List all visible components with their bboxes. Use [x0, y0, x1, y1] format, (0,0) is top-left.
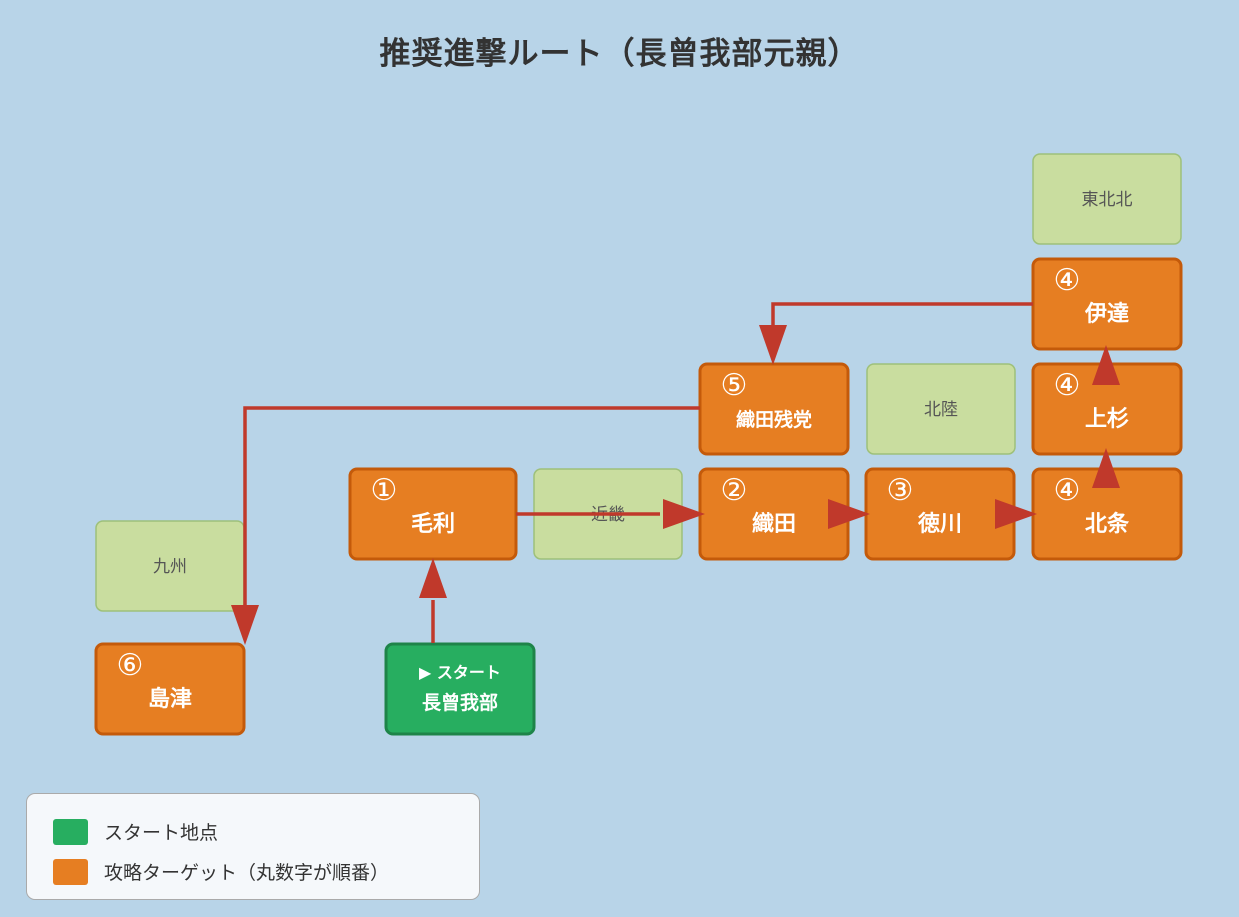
target-node-date[interactable]: ④伊達	[1031, 257, 1183, 351]
start-node-box	[384, 642, 536, 736]
target-node-shimazu[interactable]: ⑥島津	[94, 642, 246, 736]
order-number: ②	[721, 473, 748, 508]
region-tohoku-north: 東北北	[1032, 153, 1182, 245]
region-box	[866, 363, 1016, 455]
target-node-box	[94, 642, 246, 736]
arrowhead	[231, 605, 259, 645]
target-clan-name: 織田残党	[736, 408, 812, 431]
target-clan-name: 伊達	[1084, 301, 1129, 327]
target-node-tokugawa[interactable]: ③徳川	[864, 467, 1016, 561]
order-number: ④	[1054, 263, 1081, 298]
target-node-hojo[interactable]: ④北条	[1031, 467, 1183, 561]
target-node-mori[interactable]: ① 毛利	[348, 467, 518, 561]
region-label: 東北北	[1082, 190, 1133, 210]
target-clan-name: 島津	[148, 686, 192, 712]
route-arrow-8	[231, 406, 700, 645]
route-arrow-2	[516, 499, 705, 529]
route-arrow-5	[1092, 448, 1120, 488]
order-number: ③	[887, 473, 914, 508]
route-line	[243, 406, 700, 605]
start-clan-name: 長曾我部	[422, 691, 498, 714]
route-arrow-6	[1092, 345, 1120, 385]
arrowhead	[759, 325, 787, 365]
target-clan-name: 毛利	[411, 512, 455, 537]
target-clan-name: 織田	[752, 511, 796, 537]
legend-label-target: 攻略ターゲット（丸数字が順番）	[104, 862, 390, 884]
route-arrow-7	[759, 302, 1033, 365]
target-node-oda-remnant[interactable]: ⑤ 織田残党	[698, 362, 850, 456]
arrowhead	[663, 499, 705, 529]
route-arrow-4	[995, 499, 1037, 529]
region-hokuriku: 北陸	[866, 363, 1016, 455]
legend-swatch-start	[53, 818, 88, 845]
arrowhead	[1092, 448, 1120, 488]
legend-swatch-target	[53, 858, 88, 885]
route-line	[771, 302, 1033, 325]
route-arrow-3	[828, 499, 870, 529]
arrows-layer	[231, 302, 1120, 645]
arrowhead	[1092, 345, 1120, 385]
legend-item-start: スタート地点	[53, 818, 218, 845]
target-clan-name: 北条	[1085, 511, 1130, 537]
arrowhead	[828, 499, 870, 529]
arrowhead	[995, 499, 1037, 529]
legend-item-target: 攻略ターゲット（丸数字が順番）	[53, 858, 389, 885]
legend: スタート地点 攻略ターゲット（丸数字が順番）	[26, 793, 480, 900]
order-number: ⑤	[721, 368, 748, 403]
legend-label-start: スタート地点	[104, 822, 219, 844]
target-clan-name: 上杉	[1085, 406, 1129, 432]
route-arrow-1	[419, 558, 447, 643]
order-number: ④	[1054, 368, 1081, 403]
region-label: 九州	[153, 557, 187, 577]
target-clan-name: 徳川	[917, 511, 962, 537]
order-number: ①	[371, 473, 398, 508]
diagram-title: 推奨進撃ルート（長曾我部元親）	[379, 36, 860, 72]
region-box	[1032, 153, 1182, 245]
arrowhead	[419, 558, 447, 598]
order-number: ④	[1054, 473, 1081, 508]
region-kyushu: 九州	[95, 520, 245, 612]
start-label: ▶ スタート	[419, 663, 501, 682]
region-label: 北陸	[924, 400, 958, 420]
order-number: ⑥	[117, 648, 144, 683]
target-node-oda[interactable]: ②織田	[698, 467, 850, 561]
